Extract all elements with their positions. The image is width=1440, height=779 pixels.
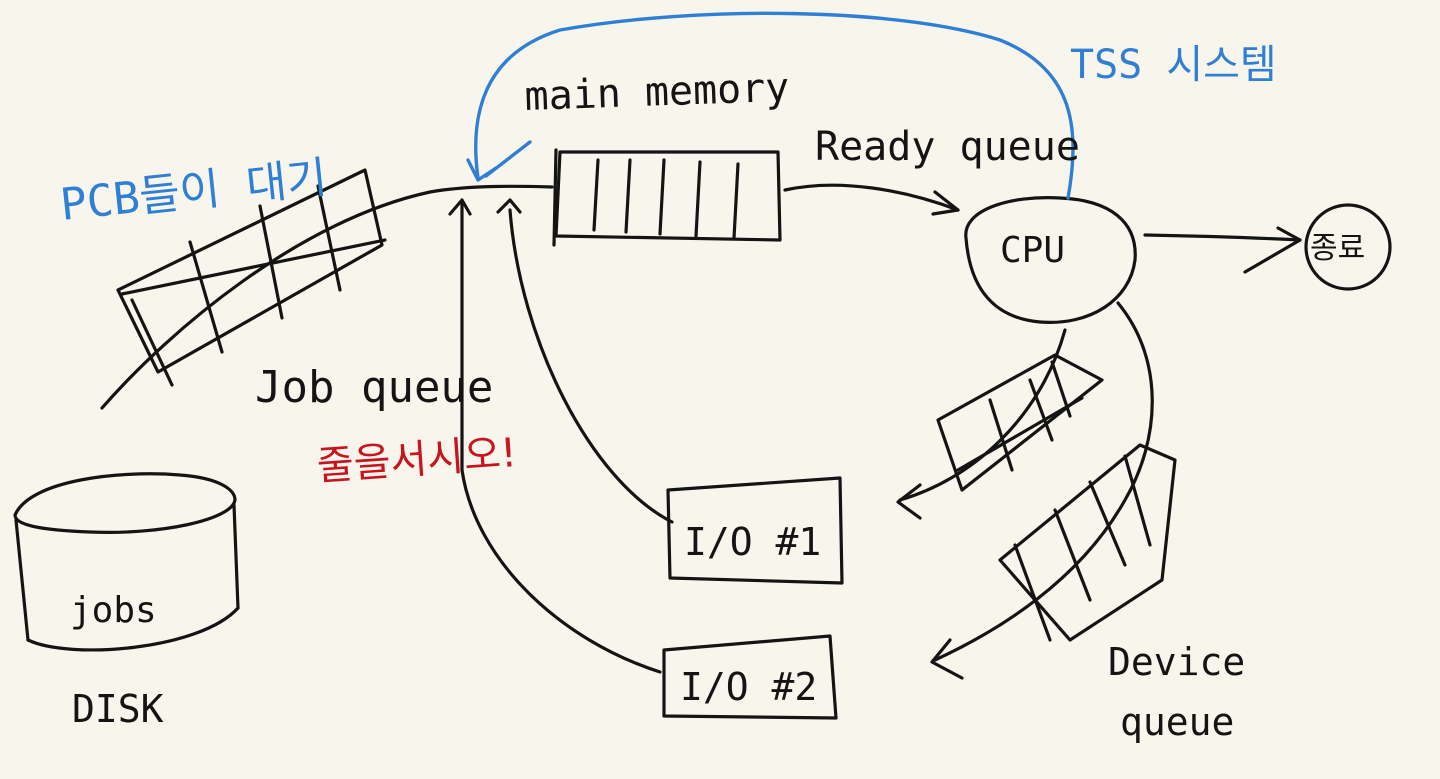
disk-label: DISK [72,687,164,731]
jobs-label: jobs [70,590,157,631]
device-queue-label-line1: Device [1108,640,1245,684]
io1-box [666,476,844,585]
ready-to-cpu-arrow [783,183,960,212]
cpu-label: CPU [1000,230,1065,271]
device1-arrowhead [896,483,922,520]
device-queue-grid-2 [998,443,1177,642]
device-queue-grid-1 [936,353,1104,492]
cpu-to-device2-flow [933,301,1154,662]
cpu-node [964,196,1137,324]
return-arrows [448,198,674,674]
io2-label: I/O #2 [680,665,817,709]
disk-cylinder [13,472,240,652]
io2-box [662,634,838,720]
tss-system-label: TSS 시스템 [1070,42,1277,88]
io1-label: I/O #1 [684,520,821,564]
line-up-label: 줄을서시오! [315,430,518,490]
ready-to-cpu-arrowhead [931,190,960,216]
pcb-waiting-label: PCB들이 대기 [58,152,330,231]
cpu-to-terminate-arrow [1143,233,1302,242]
device2-arrowhead [930,638,964,680]
terminate-node [1304,203,1392,291]
job-queue-grid [116,168,387,387]
cpu-to-terminate-arrowhead [1243,226,1302,274]
disk-to-memory-flow [100,184,554,410]
terminate-label: 종료 [1310,231,1365,266]
tss-loop [466,11,1075,200]
device-queue-label-line2: queue [1120,700,1234,744]
main-memory-label: main memory [524,65,790,120]
cpu-to-device1-flow [898,328,1067,502]
job-queue-label: Job queue [255,362,493,413]
ready-queue-buffer [552,148,782,247]
ready-queue-label: Ready queue [815,124,1080,170]
